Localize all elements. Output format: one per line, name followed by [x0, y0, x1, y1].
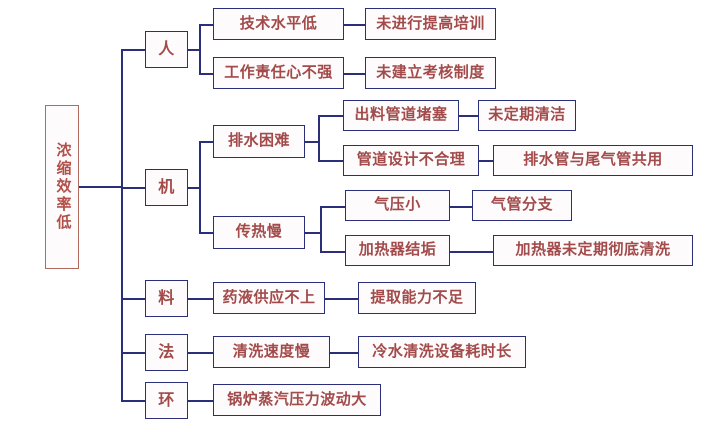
category-node-liao[interactable]: 料	[145, 280, 188, 317]
node-gas-pipe-branching[interactable]: 气管分支	[472, 190, 572, 221]
node-cold-water-cleaning-time-consuming[interactable]: 冷水清洗设备耗时长	[358, 336, 526, 368]
connector-c2-out	[305, 232, 321, 234]
connector-fa-to-c1	[188, 352, 214, 354]
node-not-cleaned-regularly[interactable]: 未定期清洁	[478, 100, 576, 131]
node-heater-not-thoroughly-cleaned[interactable]: 加热器未定期彻底清洗	[493, 235, 693, 266]
node-discharge-pipe-blockage[interactable]: 出料管道堵塞	[343, 100, 459, 131]
connector-spine-to-category-ji	[121, 187, 145, 189]
category-node-huan[interactable]: 环	[145, 382, 188, 419]
connector-main-spine	[121, 49, 123, 401]
connector-liao-c1-to-d1	[325, 298, 359, 300]
connector-c2-to-d2	[320, 251, 346, 253]
category-node-fa[interactable]: 法	[145, 334, 188, 371]
node-weak-work-responsibility[interactable]: 工作责任心不强	[213, 57, 344, 89]
root-node-concentration-efficiency-low[interactable]: 浓缩效率低	[45, 105, 79, 269]
connector-ren-to-c1	[199, 24, 214, 26]
connector-spine-to-category-liao	[121, 298, 145, 300]
connector-c2-fan	[320, 206, 322, 252]
node-low-air-pressure[interactable]: 气压小	[345, 190, 450, 221]
connector-d1-to-e1-gas	[450, 206, 473, 208]
connector-d2-to-e1	[479, 160, 494, 162]
node-slow-heat-transfer[interactable]: 传热慢	[213, 216, 305, 249]
connector-ji-to-c2	[199, 232, 214, 234]
connector-liao-to-c1	[188, 298, 214, 300]
connector-d1-to-e1	[459, 115, 479, 117]
node-no-assessment-system[interactable]: 未建立考核制度	[365, 57, 496, 89]
connector-spine-to-category-huan	[121, 400, 145, 402]
connector-c1-out	[305, 141, 319, 143]
connector-root-to-spine	[79, 186, 122, 188]
connector-ren-fan	[199, 24, 201, 74]
connector-spine-to-category-ren	[121, 49, 145, 51]
connector-c2-to-d1	[344, 73, 366, 75]
category-node-ren[interactable]: 人	[145, 31, 188, 68]
connector-c1-to-d1	[344, 24, 366, 26]
connector-c2-to-d1	[320, 206, 346, 208]
connector-ji-out	[188, 187, 200, 189]
node-no-improvement-training[interactable]: 未进行提高培训	[365, 8, 496, 40]
node-slow-cleaning-speed[interactable]: 清洗速度慢	[213, 336, 330, 368]
connector-spine-to-category-fa	[121, 352, 145, 354]
connector-ren-to-c2	[199, 73, 214, 75]
node-technical-level-low[interactable]: 技术水平低	[213, 8, 344, 40]
connector-fa-c1-to-d1	[330, 352, 359, 354]
connector-ren-out	[188, 49, 200, 51]
connector-c1-to-d1	[318, 115, 344, 117]
connector-ji-to-c1	[199, 141, 214, 143]
node-drainage-difficulty[interactable]: 排水困难	[213, 125, 305, 158]
node-boiler-steam-pressure-fluctuation[interactable]: 锅炉蒸汽压力波动大	[213, 384, 381, 416]
connector-ji-fan	[199, 141, 201, 233]
node-heater-scaling[interactable]: 加热器结垢	[345, 235, 450, 266]
connector-c1-fan	[318, 115, 320, 161]
node-unreasonable-pipe-design[interactable]: 管道设计不合理	[343, 145, 479, 176]
connector-huan-to-c1	[188, 400, 214, 402]
node-insufficient-liquid-supply[interactable]: 药液供应不上	[213, 282, 325, 314]
node-insufficient-extraction-capacity[interactable]: 提取能力不足	[358, 282, 476, 314]
connector-d2-to-e1-heater	[450, 251, 494, 253]
category-node-ji[interactable]: 机	[145, 169, 188, 206]
connector-c1-to-d2	[318, 160, 344, 162]
node-drain-and-exhaust-pipe-shared[interactable]: 排水管与尾气管共用	[493, 145, 693, 176]
